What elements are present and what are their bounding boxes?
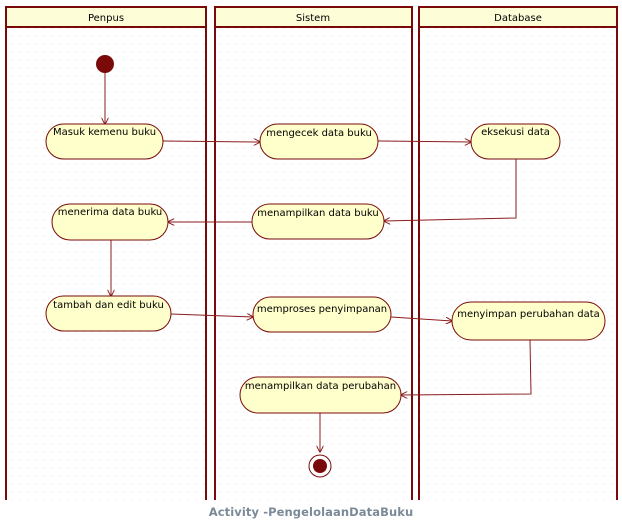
control-flows (105, 73, 532, 452)
activity-label: menampilkan data buku (257, 208, 378, 219)
swimlane-title-penpus: Penpus (88, 13, 124, 24)
swimlane-title-database: Database (494, 13, 542, 24)
flow-menyimpan-to-menampilkan-perubahan (401, 339, 532, 395)
swimlane-title-sistem: Sistem (296, 13, 330, 24)
activity-memproses: memproses penyimpanan (252, 296, 392, 333)
flow-mengecek-to-eksekusi (377, 141, 471, 142)
activity-diagram: Penpus Sistem Database (5, 6, 618, 500)
activity-label: Masuk kemenu buku (53, 127, 156, 138)
activity-mengecek: mengecek data buku (259, 123, 379, 160)
activity-label: menampilkan data perubahan (245, 381, 396, 392)
flow-tambah-edit-to-memproses (170, 314, 253, 317)
activity-tambah-edit: tambah dan edit buku (45, 295, 172, 332)
activity-label: menyimpan perubahan data (457, 309, 600, 320)
activity-label: tambah dan edit buku (53, 300, 164, 311)
activity-menerima: menerima data buku (51, 203, 169, 241)
activity-eksekusi: eksekusi data (470, 123, 561, 160)
flow-memproses-to-menyimpan (390, 316, 452, 321)
flow-eksekusi-to-menampilkan-data (384, 159, 517, 221)
swimlane-penpus: Penpus (5, 6, 207, 500)
activity-label: eksekusi data (481, 127, 550, 138)
activity-label: menerima data buku (58, 207, 163, 218)
swimlane-database: Database (418, 6, 618, 500)
activity-menyimpan: menyimpan perubahan data (451, 301, 606, 341)
final-node (308, 454, 332, 478)
swimlane-sistem: Sistem (214, 6, 413, 500)
activity-label: mengecek data buku (266, 128, 372, 139)
activity-masuk-menu: Masuk kemenu buku (45, 123, 164, 160)
activity-menampilkan-perubahan: menampilkan data perubahan (239, 376, 402, 414)
flow-masuk-menu-to-mengecek (162, 141, 260, 142)
activity-menampilkan-data: menampilkan data buku (251, 203, 385, 240)
diagram-caption: Activity -PengelolaanDataBuku (208, 505, 414, 519)
activity-label: memproses penyimpanan (257, 304, 387, 315)
initial-node (96, 55, 114, 73)
